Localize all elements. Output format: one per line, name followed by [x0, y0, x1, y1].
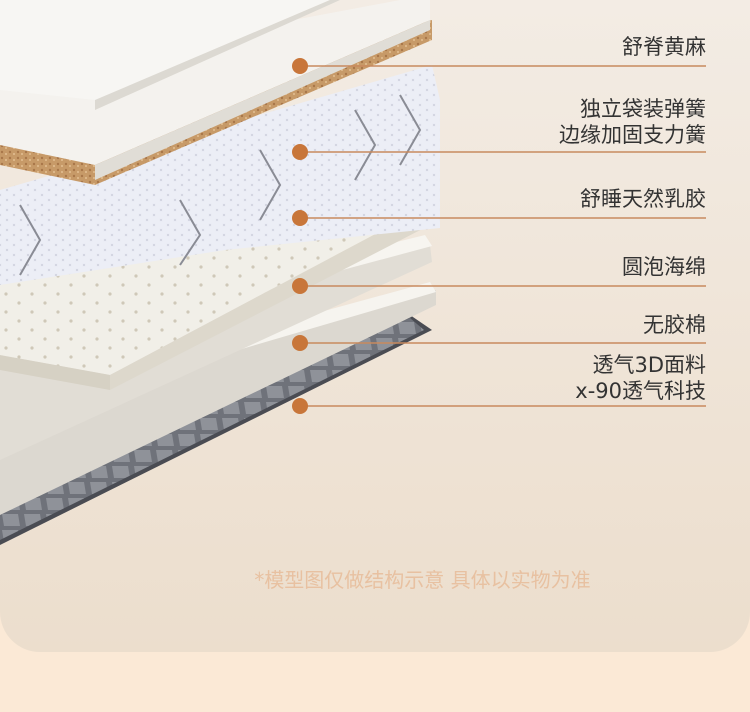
content-panel: 舒脊黄麻 独立袋装弹簧 边缘加固支力簧 舒睡天然乳胶 圆泡海绵 无胶棉 透气3D… — [0, 0, 750, 652]
marker-dot-spine — [292, 58, 308, 74]
marker-dot-spring — [292, 144, 308, 160]
layer-label-spine-text: 舒脊黄麻 — [622, 35, 706, 59]
layer-label-fabric-line2: x-90透气科技 — [575, 379, 706, 403]
layer-label-latex-text: 舒睡天然乳胶 — [580, 187, 706, 211]
layer-label-latex: 舒睡天然乳胶 — [580, 186, 706, 212]
layer-label-glue-text: 无胶棉 — [643, 313, 706, 337]
layer-label-spine: 舒脊黄麻 — [622, 34, 706, 60]
mattress-layer-diagram — [0, 0, 706, 545]
spring-layer — [0, 65, 440, 285]
layer-label-spring: 独立袋装弹簧 边缘加固支力簧 — [559, 96, 706, 148]
marker-dot-fabric — [292, 398, 308, 414]
fabric-layer — [0, 315, 432, 545]
marker-dot-latex — [292, 210, 308, 226]
layer-label-spring-line2: 边缘加固支力簧 — [559, 123, 706, 147]
layer-label-glue: 无胶棉 — [643, 312, 706, 338]
leader-lines — [292, 58, 706, 414]
layer-label-fabric-line1: 透气3D面料 — [592, 353, 706, 377]
top-board — [0, 0, 430, 180]
disclaimer-note: *模型图仅做结构示意 具体以实物为准 — [254, 568, 591, 592]
marker-dot-foam — [292, 278, 308, 294]
marker-dot-glue — [292, 335, 308, 351]
layer-label-foam-text: 圆泡海绵 — [622, 255, 706, 279]
layer-label-spring-line1: 独立袋装弹簧 — [580, 97, 706, 121]
layer-label-fabric: 透气3D面料 x-90透气科技 — [575, 352, 706, 404]
layer-label-foam: 圆泡海绵 — [622, 254, 706, 280]
